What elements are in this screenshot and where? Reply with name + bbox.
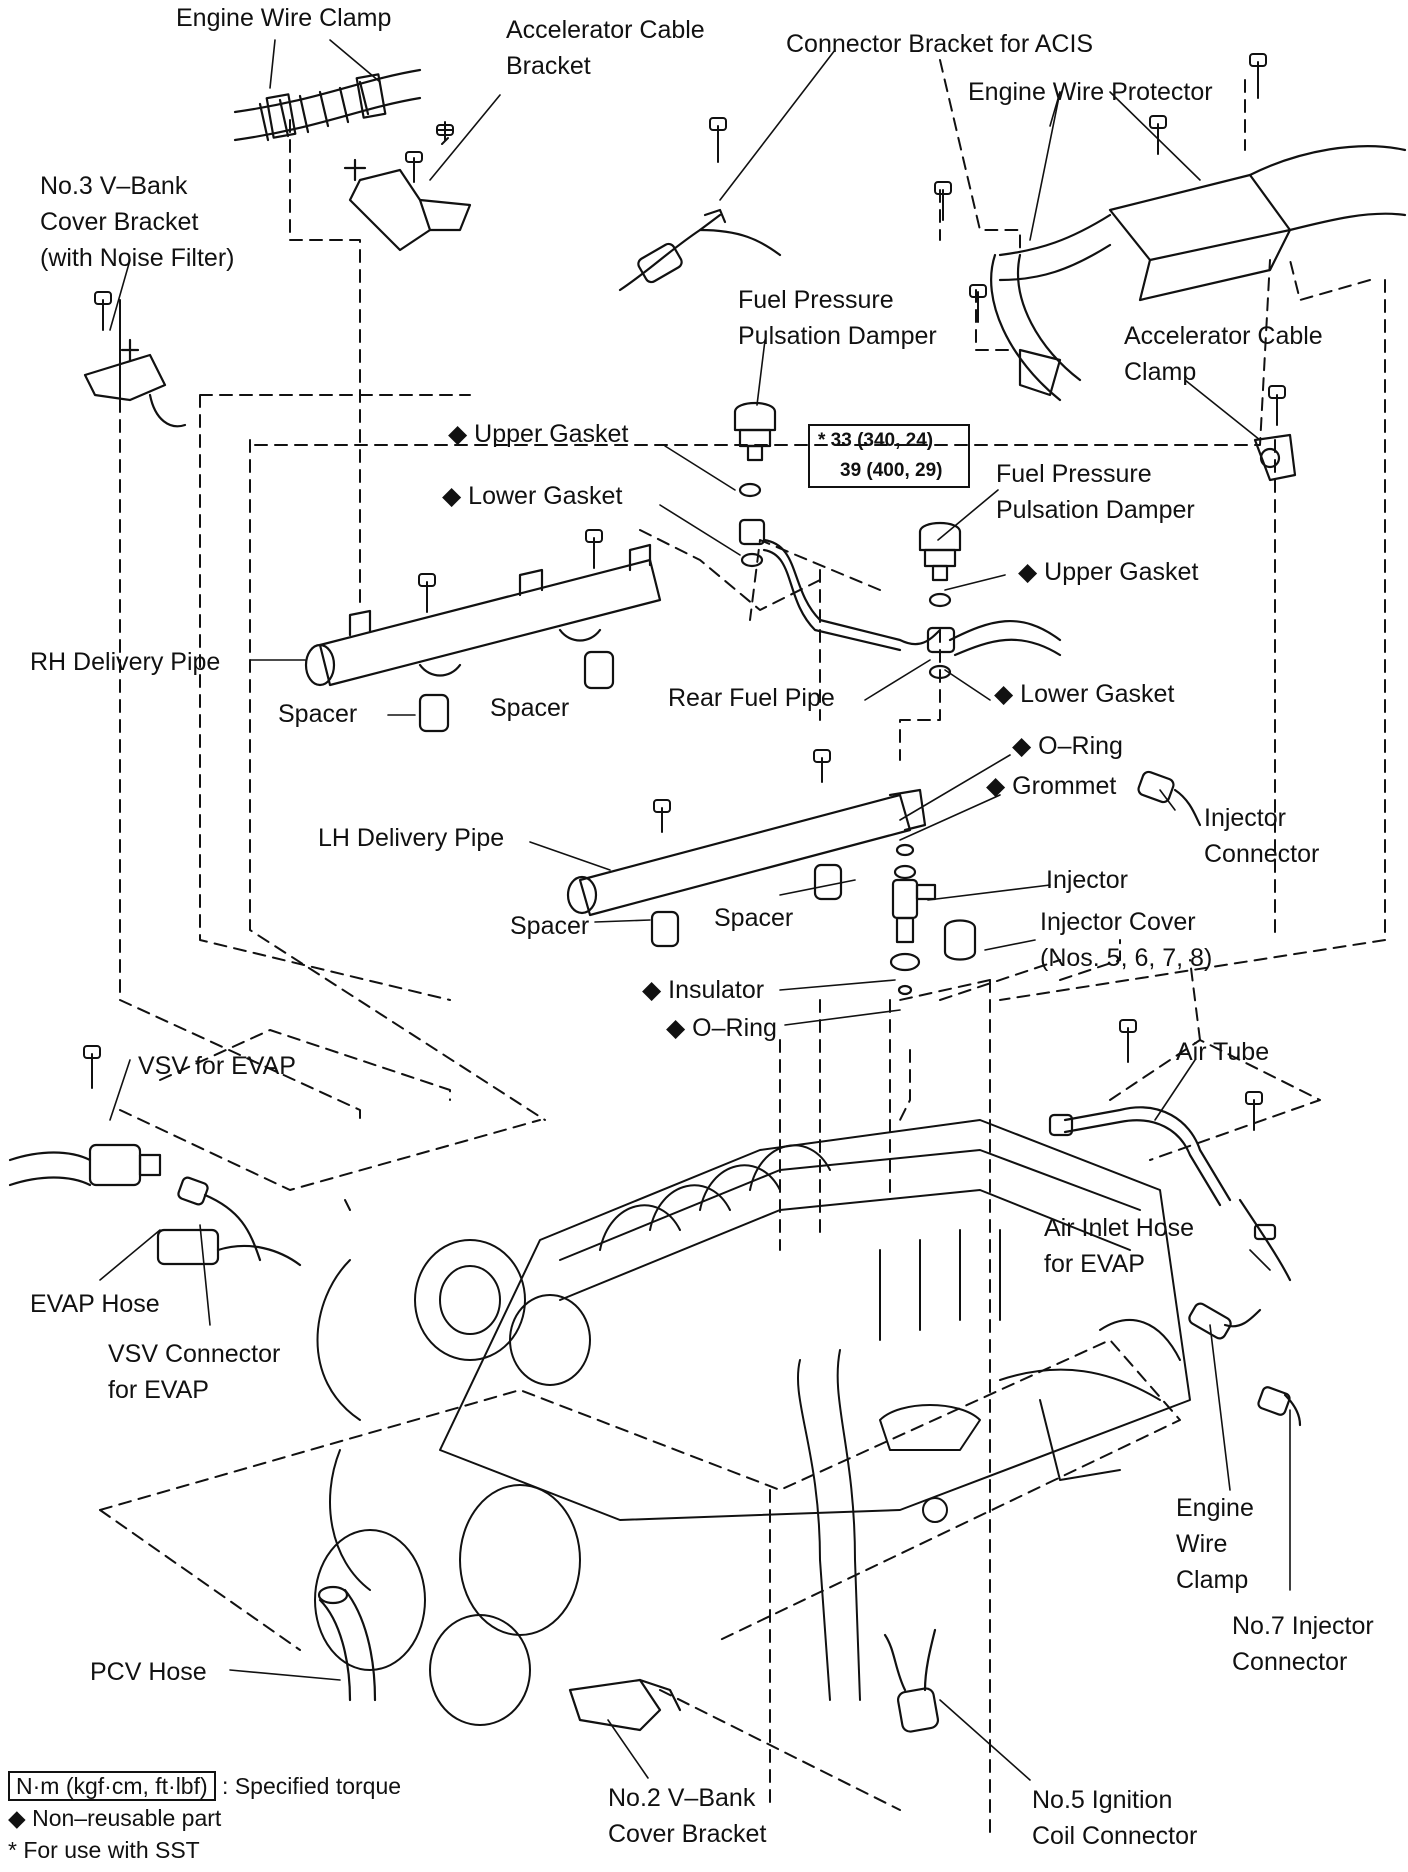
torque-line-1: * 33 (340, 24) <box>818 430 934 451</box>
dashed-guide-lines <box>99 59 1386 1841</box>
fuel-damper-upper-art <box>733 401 777 498</box>
label-air-tube: Air Tube <box>1176 1038 1270 1066</box>
label-line: Engine <box>1176 1494 1254 1522</box>
pcv-and-bracket-art <box>317 1585 682 1732</box>
label-o-ring-1: ◆ O–Ring <box>1012 732 1123 760</box>
label-injector-cover: Injector Cover (Nos. 5, 6, 7, 8) <box>1040 904 1212 976</box>
label-vsv-connector: VSV Connector for EVAP <box>108 1336 280 1408</box>
legend-sst-note: * For use with SST <box>8 1837 200 1863</box>
rear-fuel-pipe-art <box>738 518 1062 680</box>
bolt-icons <box>83 53 1286 1523</box>
label-line: Injector Cover <box>1040 908 1196 936</box>
label-line: No.2 V–Bank <box>608 1784 756 1812</box>
label-line: for EVAP <box>1044 1250 1145 1278</box>
label-injector-connector: Injector Connector <box>1204 800 1319 872</box>
legend-torque-row: N·m (kgf·cm, ft·lbf) : Specified torque <box>8 1770 401 1802</box>
label-no5-ignition-coil-connector: No.5 Ignition Coil Connector <box>1032 1782 1197 1854</box>
label-evap-hose: EVAP Hose <box>30 1290 160 1318</box>
label-fuel-pressure-damper-lower: Fuel Pressure Pulsation Damper <box>996 456 1195 528</box>
label-vsv-for-evap: VSV for EVAP <box>138 1052 296 1080</box>
label-line: No.5 Ignition <box>1032 1786 1173 1814</box>
label-spacer-4: Spacer <box>714 904 794 932</box>
label-line: Cover Bracket <box>40 208 199 236</box>
label-upper-gasket-2: ◆ Upper Gasket <box>1018 558 1199 586</box>
label-lower-gasket-1: ◆ Lower Gasket <box>442 482 623 510</box>
torque-line-2: 39 (400, 29) <box>840 460 943 481</box>
label-line: Fuel Pressure <box>996 460 1152 488</box>
legend-torque-desc: : Specified torque <box>222 1773 402 1799</box>
label-line: Bracket <box>506 52 591 80</box>
label-spacer-1: Spacer <box>278 700 358 728</box>
label-line: (Nos. 5, 6, 7, 8) <box>1040 944 1213 972</box>
bottom-connectors-art <box>883 1302 1302 1733</box>
label-line: Connector <box>1204 840 1320 868</box>
label-line: Cover Bracket <box>608 1820 767 1848</box>
label-engine-wire-protector: Engine Wire Protector <box>968 78 1213 106</box>
label-line: (with Noise Filter) <box>40 244 235 272</box>
label-upper-gasket-1: ◆ Upper Gasket <box>448 420 629 448</box>
label-line: Accelerator Cable <box>506 16 705 44</box>
label-rear-fuel-pipe: Rear Fuel Pipe <box>668 684 835 712</box>
injector-art <box>889 770 1202 996</box>
label-line: Wire <box>1176 1530 1228 1558</box>
label-spacer-2: Spacer <box>490 694 570 722</box>
label-engine-wire-clamp-top: Engine Wire Clamp <box>176 4 392 32</box>
torque-spec-box: * 33 (340, 24) 39 (400, 29) <box>808 424 970 488</box>
label-line: Coil Connector <box>1032 1822 1198 1850</box>
leader-lines <box>99 39 1291 1781</box>
lh-delivery-pipe-art <box>566 788 927 948</box>
label-spacer-3: Spacer <box>510 912 590 940</box>
label-injector: Injector <box>1046 866 1128 894</box>
accelerator-cable-bracket-art <box>343 158 472 252</box>
label-no3-vbank-cover-bracket: No.3 V–Bank Cover Bracket (with Noise Fi… <box>40 168 234 276</box>
legend-non-reusable: ◆ Non–reusable part <box>8 1805 222 1831</box>
label-accelerator-cable-bracket: Accelerator Cable Bracket <box>506 12 705 84</box>
engine-wire-protector-art <box>990 145 1407 402</box>
legend-torque-unit: N·m (kgf·cm, ft·lbf) <box>8 1771 216 1801</box>
rh-delivery-pipe-art <box>304 543 662 733</box>
label-line: Accelerator Cable <box>1124 322 1323 350</box>
label-line: Clamp <box>1176 1566 1249 1594</box>
label-line: Injector <box>1204 804 1286 832</box>
label-lh-delivery-pipe: LH Delivery Pipe <box>318 824 505 852</box>
label-accelerator-cable-clamp: Accelerator Cable Clamp <box>1124 318 1323 390</box>
vsv-evap-art <box>8 1143 302 1267</box>
no3-vbank-bracket-art <box>83 338 187 428</box>
accelerator-cable-clamp-art <box>1253 433 1297 482</box>
label-o-ring-2: ◆ O–Ring <box>666 1014 777 1042</box>
label-line: No.3 V–Bank <box>40 172 188 200</box>
air-tube-art <box>1048 1106 1292 1282</box>
label-insulator: ◆ Insulator <box>642 976 765 1004</box>
label-no2-vbank-cover-bracket: No.2 V–Bank Cover Bracket <box>608 1780 766 1852</box>
legend: N·m (kgf·cm, ft·lbf) : Specified torque … <box>8 1770 401 1866</box>
label-line: VSV Connector <box>108 1340 281 1368</box>
label-pcv-hose: PCV Hose <box>90 1658 207 1686</box>
label-line: No.7 Injector <box>1232 1612 1374 1640</box>
label-line: Air Inlet Hose <box>1044 1214 1195 1242</box>
label-line: Connector <box>1232 1648 1348 1676</box>
engine-wire-clamp-top-art <box>233 68 422 142</box>
label-line: Clamp <box>1124 358 1197 386</box>
label-line: Fuel Pressure <box>738 286 894 314</box>
label-line: for EVAP <box>108 1376 209 1404</box>
acis-connector-art <box>618 208 782 292</box>
label-grommet: ◆ Grommet <box>986 772 1117 800</box>
label-line: Pulsation Damper <box>738 322 937 350</box>
label-no7-injector-connector: No.7 Injector Connector <box>1232 1608 1374 1680</box>
label-engine-wire-clamp-bottom: Engine Wire Clamp <box>1176 1490 1254 1598</box>
engine-block-art <box>314 1119 1191 1726</box>
label-connector-bracket-acis: Connector Bracket for ACIS <box>786 30 1094 58</box>
label-line: Pulsation Damper <box>996 496 1195 524</box>
label-lower-gasket-2: ◆ Lower Gasket <box>994 680 1175 708</box>
label-fuel-pressure-damper-upper: Fuel Pressure Pulsation Damper <box>738 282 937 354</box>
fuel-damper-lower-art <box>918 521 962 608</box>
label-rh-delivery-pipe: RH Delivery Pipe <box>30 648 221 676</box>
label-air-inlet-hose: Air Inlet Hose for EVAP <box>1044 1210 1194 1282</box>
